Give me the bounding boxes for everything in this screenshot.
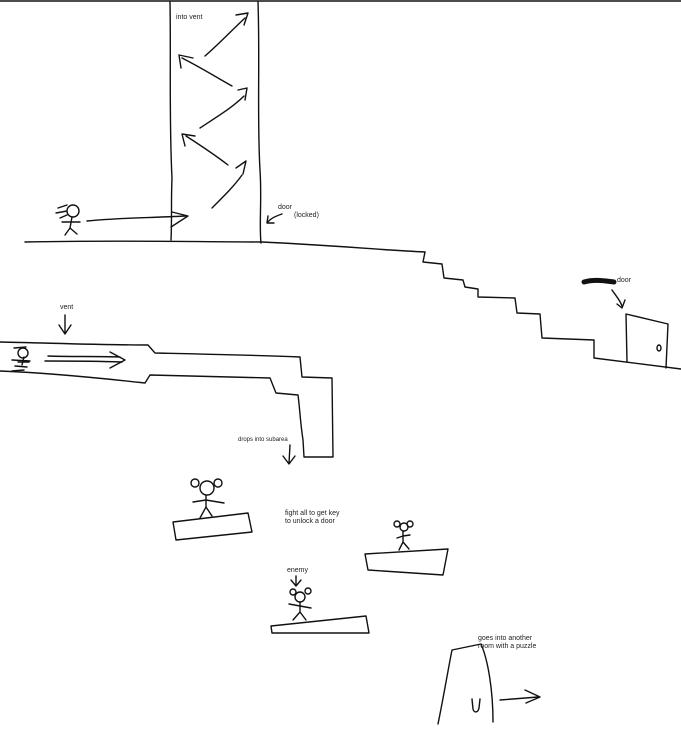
sketch-arrow-icon bbox=[611, 289, 623, 307]
upper-floor bbox=[24, 240, 426, 253]
vent-tunnel bbox=[0, 341, 334, 458]
sketch-arrow-icon bbox=[47, 351, 126, 369]
sketch-arrow-icon bbox=[499, 689, 541, 704]
sketch-arrow-icon bbox=[211, 174, 243, 209]
enemy-ear bbox=[304, 587, 312, 595]
enemy-head bbox=[294, 591, 306, 603]
label-door: door bbox=[617, 277, 632, 284]
sketch-arrow-icon bbox=[58, 314, 72, 335]
enemy-body bbox=[396, 530, 411, 551]
mouse-stick-figure-icon bbox=[393, 520, 414, 551]
enemy-ear bbox=[406, 520, 414, 528]
enemy-head bbox=[199, 480, 215, 496]
sketch-arrow-icon bbox=[235, 160, 247, 175]
stick-figure-head bbox=[66, 204, 80, 218]
label-fight-all: fight all to get key to unlock a door bbox=[285, 510, 340, 525]
door-icon bbox=[625, 313, 669, 369]
stick-figure-body bbox=[61, 216, 81, 236]
sketch-arrow-icon bbox=[170, 211, 189, 228]
sketch-arrow-icon bbox=[282, 444, 296, 465]
scribble-mark bbox=[581, 277, 617, 285]
shaft-arrows bbox=[178, 12, 249, 209]
enemy-ear bbox=[213, 478, 223, 488]
mouse-stick-figure-icon bbox=[288, 587, 312, 621]
sketch-arrow-icon bbox=[616, 299, 626, 309]
sketch-arrow-icon bbox=[86, 215, 187, 222]
stick-figure-head bbox=[17, 347, 29, 359]
stick-figure-body bbox=[17, 356, 30, 366]
staircase bbox=[422, 251, 681, 370]
shaft-left-wall bbox=[169, 1, 173, 241]
sketch-arrow-icon bbox=[235, 12, 249, 26]
label-drops-into-subarea: drops into subarea bbox=[238, 437, 288, 443]
sketch-arrow-icon bbox=[237, 87, 248, 101]
sketch-arrow-icon bbox=[290, 575, 302, 587]
player-figure-vent bbox=[11, 346, 31, 372]
label-locked: (locked) bbox=[294, 212, 319, 219]
sketch-arrow-icon bbox=[181, 133, 196, 147]
sketch-arrow-icon bbox=[204, 17, 246, 57]
platform bbox=[270, 615, 370, 634]
platform bbox=[364, 548, 449, 576]
sketch-arrow-icon bbox=[178, 54, 194, 69]
enemy-ear bbox=[289, 588, 297, 596]
sketch-arrow-icon bbox=[181, 57, 233, 87]
door-symbol bbox=[471, 698, 481, 713]
platform bbox=[172, 512, 253, 541]
enemy-body bbox=[192, 494, 225, 519]
enemy-ear bbox=[393, 520, 401, 528]
label-vent: vent bbox=[60, 304, 74, 311]
sketch-arrow-icon bbox=[267, 213, 283, 223]
sketch-arrow-icon bbox=[44, 360, 123, 363]
speed-lines bbox=[11, 346, 31, 372]
mouse-stick-figure-icon bbox=[190, 478, 225, 519]
label-enemy: enemy bbox=[287, 567, 309, 574]
sketch-arrow-icon bbox=[185, 135, 229, 166]
label-door-locked: door bbox=[278, 204, 293, 211]
label-into-vent: into vent bbox=[176, 14, 203, 21]
shaft-right-wall bbox=[257, 1, 262, 244]
label-goes-into-room: goes into another room with a puzzle bbox=[478, 635, 537, 650]
door-knob bbox=[656, 344, 662, 352]
enemy-ear bbox=[190, 478, 200, 488]
speed-lines bbox=[55, 204, 68, 219]
sketch-arrow-icon bbox=[199, 95, 245, 129]
sketch-arrow-icon bbox=[266, 215, 275, 224]
door-icon bbox=[437, 643, 494, 725]
enemy-body bbox=[288, 601, 312, 621]
player-figure-top bbox=[55, 204, 81, 236]
